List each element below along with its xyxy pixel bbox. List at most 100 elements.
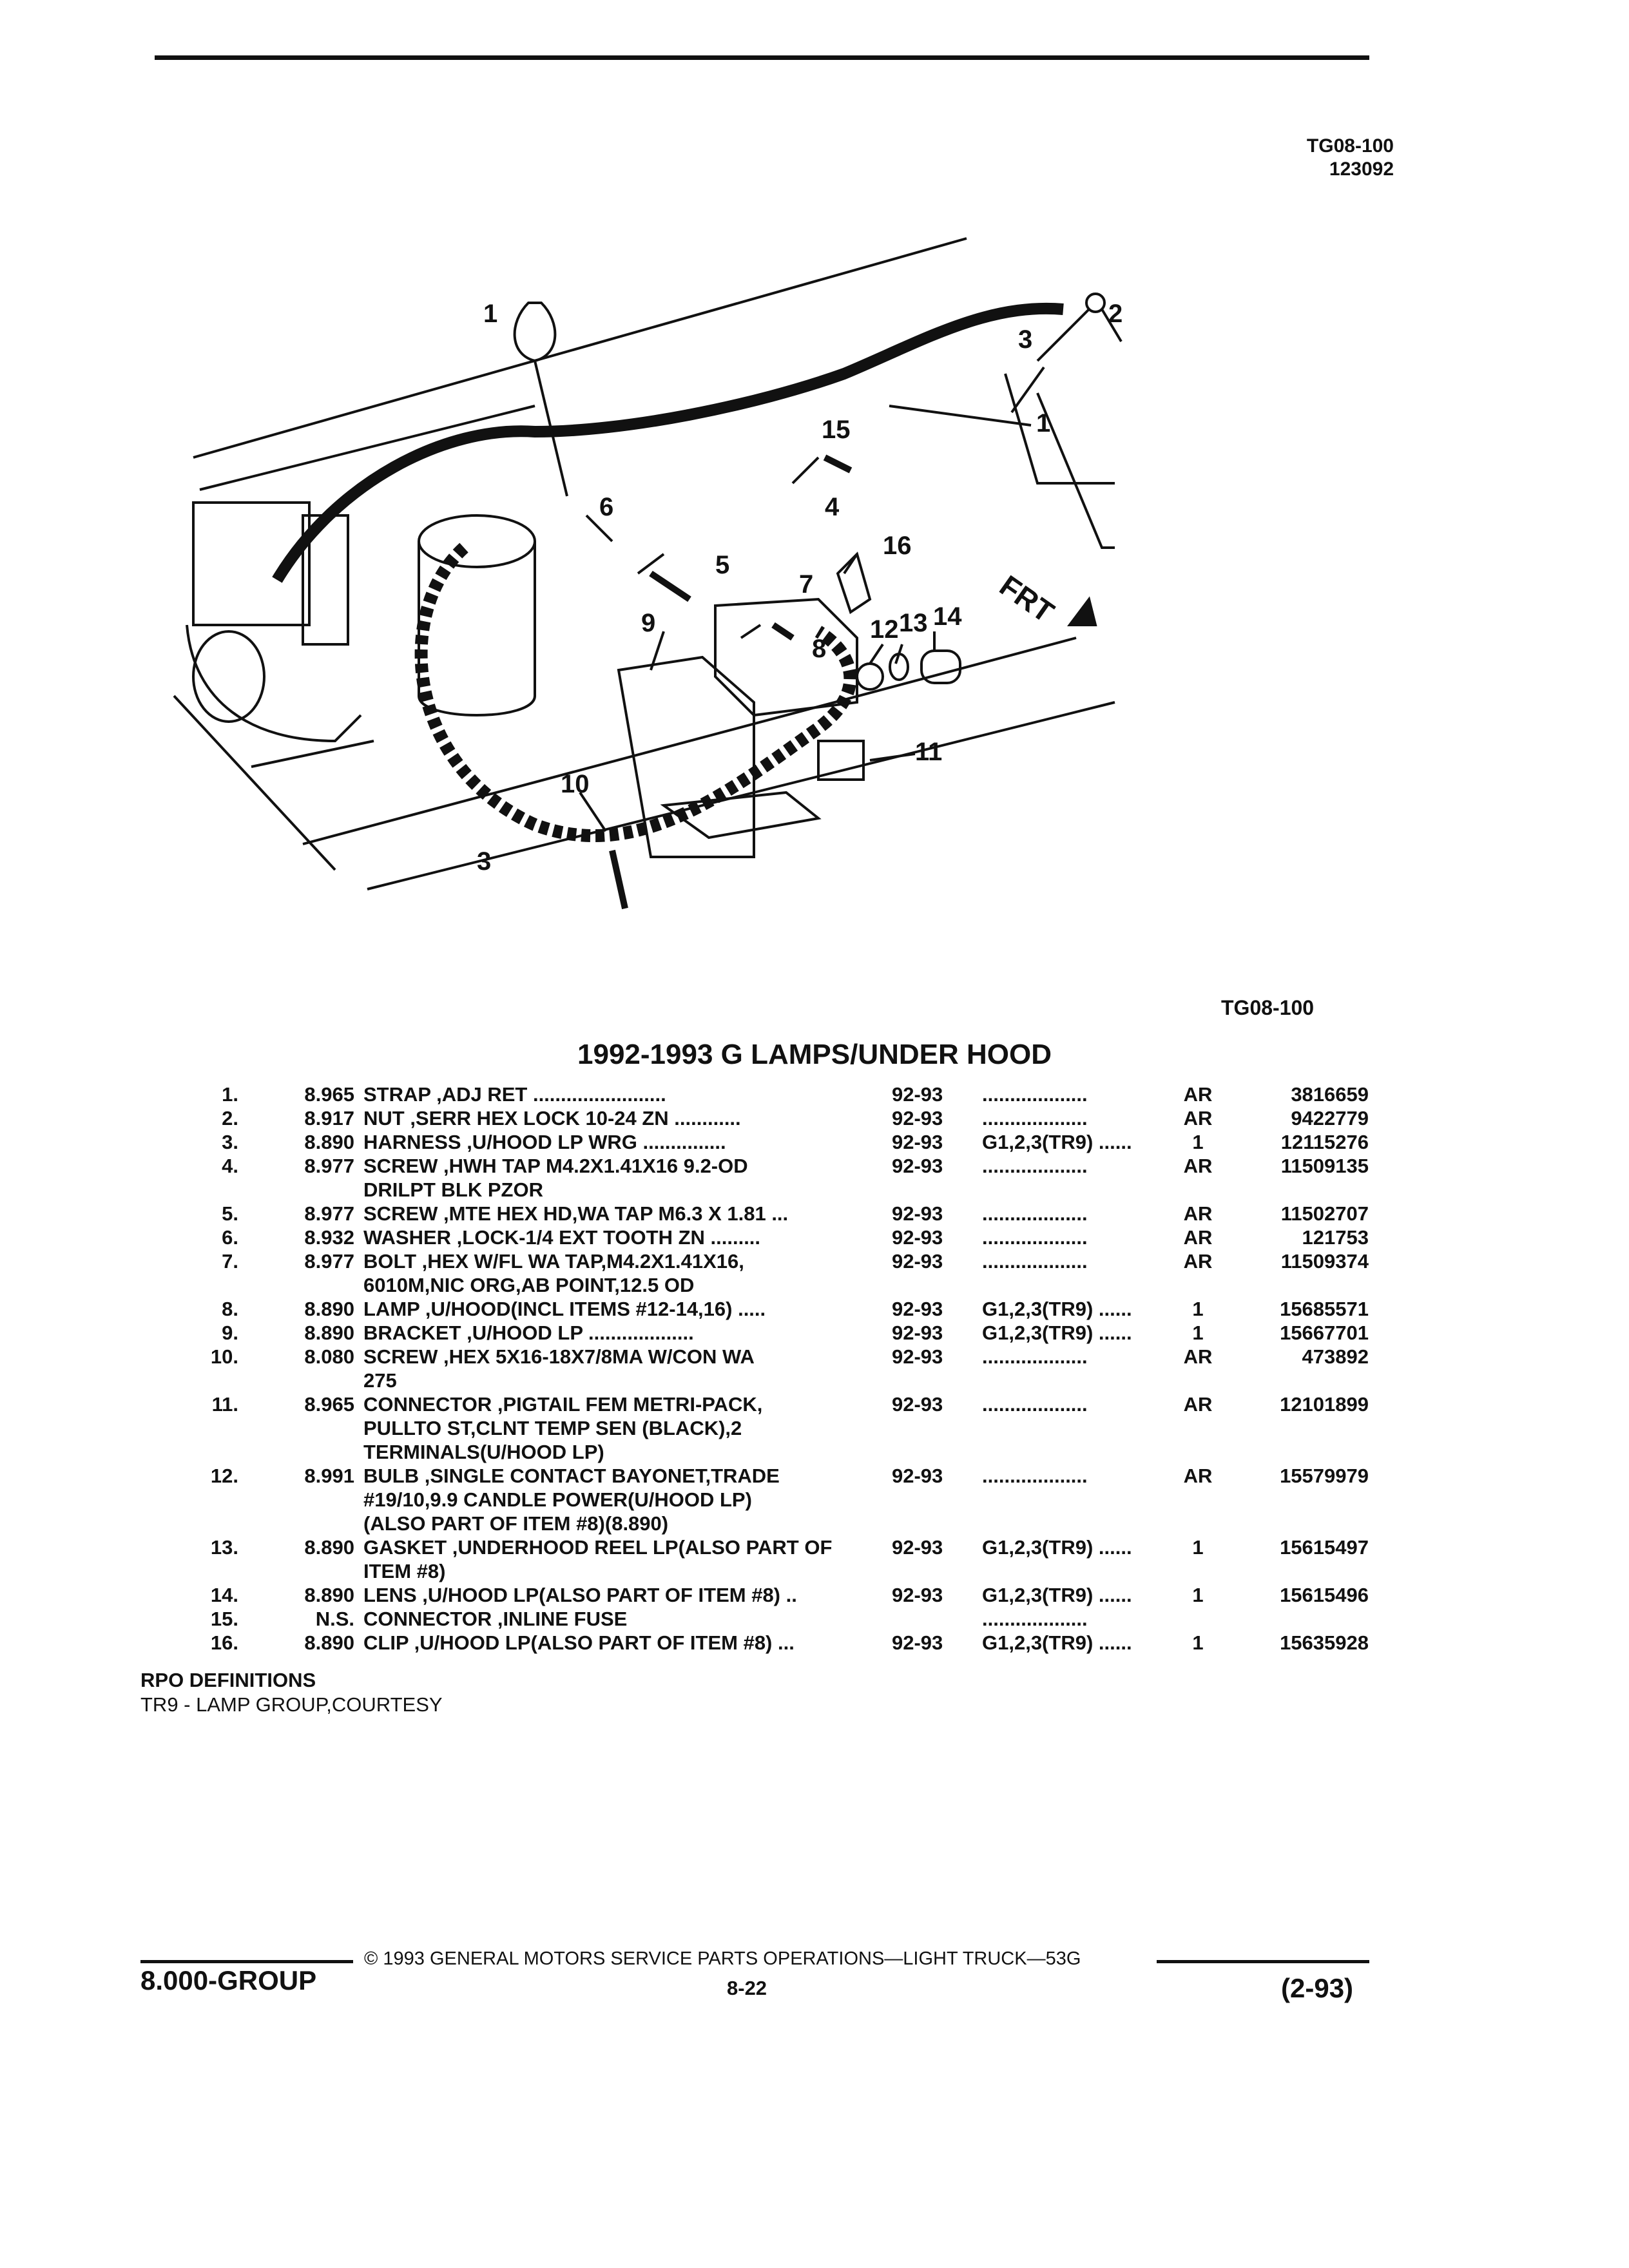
leader-line [1010,366,1045,414]
part-description: CONNECTOR ,INLINE FUSE [363,1608,628,1630]
model-usage: G1,2,3(TR9) ...... [982,1321,1132,1344]
leader-line [251,740,374,768]
exploded-diagram: 1 1 2 3 3 4 5 6 7 8 9 10 11 12 13 14 15 … [173,213,1123,954]
callout-label: 2 [1108,300,1123,328]
model-usage: ................... [982,1345,1088,1368]
group-number: 8.890 [304,1131,354,1153]
part-number: 9422779 [1291,1107,1369,1129]
support-block [192,501,311,626]
model-years: 92-93 [892,1226,943,1249]
callout-label: 14 [933,602,962,631]
model-years: 92-93 [892,1202,943,1225]
part-number: 11502707 [1280,1202,1369,1225]
part-description: GASKET ,UNDERHOOD REEL LP(ALSO PART OF I… [363,1536,833,1582]
part-number: 473892 [1302,1345,1369,1368]
quantity: AR [1183,1345,1213,1368]
part-number: 12101899 [1280,1393,1369,1416]
revision-date: (2-93) [1281,1973,1354,2003]
diagram-drawing: 1 1 2 3 3 4 5 6 7 8 9 10 11 12 13 14 15 … [173,237,1123,910]
parts-row: 3. 8.890 HARNESS ,U/HOOD LP WRG ..........… [180,1130,1379,1154]
group-number: 8.965 [304,1083,354,1106]
figure-code: TG08-100 [1306,135,1394,157]
model-years: 92-93 [892,1465,943,1487]
callout-label: 3 [1018,325,1032,354]
quantity: 1 [1192,1631,1204,1654]
panel-edge [302,637,1077,845]
part-number: 3816659 [1291,1083,1369,1106]
leader-line [894,644,903,664]
screw [649,570,691,602]
wiring-harness [272,303,1064,583]
bracket-foot [660,791,822,840]
item-number: 1. [222,1083,238,1106]
quantity: AR [1183,1465,1213,1487]
model-usage: ................... [982,1226,1088,1249]
item-number: 8. [222,1298,238,1320]
connector [817,740,865,781]
rpo-definition: TR9 - LAMP GROUP,COURTESY [140,1693,443,1716]
model-years: 92-93 [892,1155,943,1177]
group-number: 8.977 [304,1155,354,1177]
model-years [892,1607,982,1631]
front-arrow-icon [1067,596,1097,626]
model-usage: ................... [982,1202,1088,1225]
part-number: 121753 [1302,1226,1369,1249]
model-usage: G1,2,3(TR9) ...... [982,1631,1132,1654]
quantity: 1 [1192,1131,1204,1153]
callout-label: 12 [870,615,899,644]
part-description: SCREW ,HWH TAP M4.2X1.41X16 9.2-OD DRILP… [363,1155,748,1201]
item-number: 3. [222,1131,238,1153]
item-number: 13. [210,1536,238,1559]
callout-label: 1 [1036,409,1050,437]
leader-line [534,360,568,497]
part-description: CONNECTOR ,PIGTAIL FEM METRI-PACK, PULLT… [363,1393,763,1463]
screw [609,849,628,910]
quantity: 1 [1192,1536,1204,1559]
callout-label: 16 [883,532,912,560]
page-number: 8-22 [727,1977,767,1999]
group-number: 8.917 [304,1107,354,1129]
panel-edge [367,701,1115,890]
ground-wire [1036,308,1090,362]
quantity: 1 [1192,1584,1204,1606]
quantity [1175,1607,1220,1631]
leader-line [637,553,665,575]
callout-label: 6 [599,493,613,521]
model-usage: G1,2,3(TR9) ...... [982,1131,1132,1153]
footer-rule-left [140,1960,353,1963]
page-title: 1992-1993 G LAMPS/UNDER HOOD [577,1039,1052,1070]
item-number: 16. [210,1631,238,1654]
part-description: BRACKET ,U/HOOD LP ................... [363,1321,694,1344]
model-years: 92-93 [892,1321,943,1344]
callout-label: 10 [561,770,590,798]
figure-date-code: 123092 [1329,159,1394,180]
leader-line [650,631,665,671]
item-number: 7. [222,1250,238,1273]
part-number [1220,1607,1369,1631]
model-usage: ................... [982,1465,1088,1487]
group-number: 8.991 [304,1465,354,1487]
bulb [856,662,884,691]
model-years: 92-93 [892,1298,943,1320]
leader-line [1101,308,1123,343]
callout-label: 7 [799,570,813,599]
part-description: HARNESS ,U/HOOD LP WRG ............... [363,1131,726,1153]
model-usage: ................... [982,1393,1088,1416]
model-usage: G1,2,3(TR9) ...... [982,1298,1132,1320]
model-usage: G1,2,3(TR9) ...... [982,1584,1132,1606]
group-number: 8.977 [304,1250,354,1273]
item-number: 4. [222,1155,238,1177]
part-number: 15685571 [1280,1298,1369,1320]
model-usage: ................... [982,1083,1088,1106]
nut [1085,293,1106,313]
leader-line [889,405,1032,427]
quantity: AR [1183,1250,1213,1273]
model-years: 92-93 [892,1536,943,1559]
quantity: AR [1183,1226,1213,1249]
item-number: 11. [211,1393,238,1416]
